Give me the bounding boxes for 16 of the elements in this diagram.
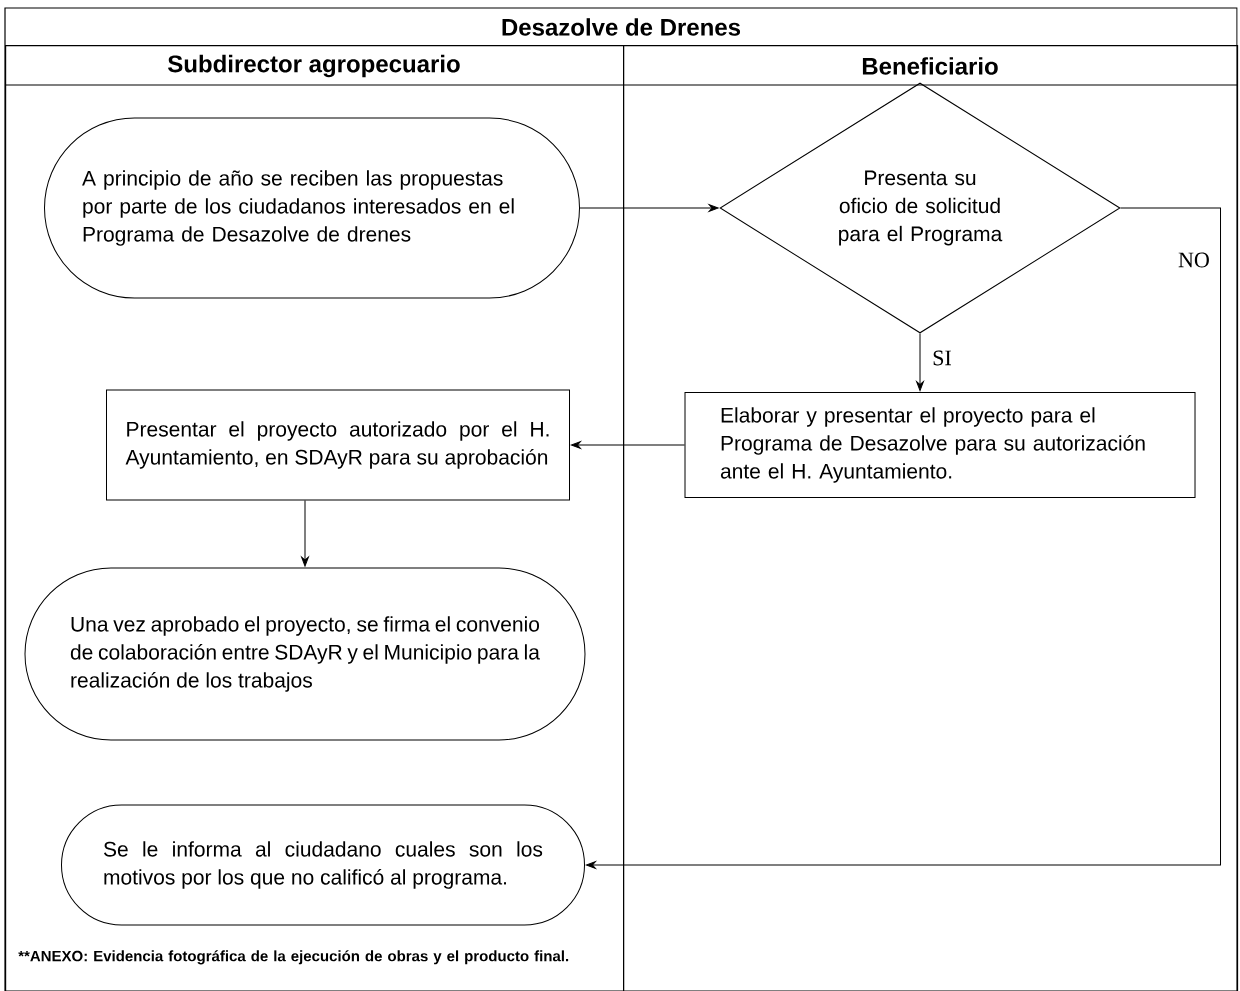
table-title: Desazolve de Drenes (502, 18, 741, 36)
process-box: Presentar el proyecto autorizado por el H. Ayuntamiento, en SDAyR para su aprobación (106, 389, 570, 501)
edge-label: SI (933, 350, 951, 366)
edge-label: NO (1178, 252, 1209, 268)
lane-header: Beneficiario (862, 57, 998, 75)
arrow (570, 441, 685, 449)
rounded-process-box: Una vez aprobado el proyecto, se firma el convenio de colaboración entre SDAyR y el Municipio para la realización de los trabajos (24, 567, 586, 741)
rounded-process-box: Se le informa al ciudadano cuales son los motivos por los que no calificó al programa. (61, 804, 585, 926)
arrow (585, 207, 1221, 869)
arrow (916, 333, 924, 392)
rounded-process-box: A principio de año se reciben las propuestas por parte de los ciudadanos interesados en el Programa de Desazolve de drenes (44, 117, 580, 299)
process-box: Elaborar y presentar el proyecto para el Programa de Desazolve para su autorización ante el H. Ayuntamiento. (684, 392, 1196, 498)
arrow (301, 500, 309, 567)
note: **ANEXO: Evidencia fotográfica de la ejecución de obras y el producto final. (18, 950, 569, 965)
arrow (579, 204, 719, 212)
lane-header: Subdirector agropecuario (168, 54, 460, 78)
